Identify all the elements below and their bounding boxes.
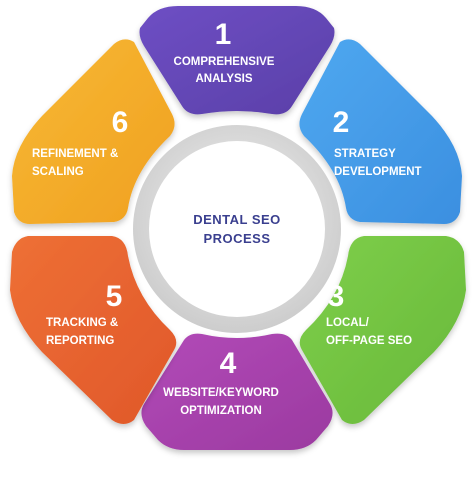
step-1-shape: [139, 6, 335, 115]
step-2-shape: [299, 39, 462, 224]
step-6-segment: 6 REFINEMENT & SCALING: [12, 39, 175, 224]
step-6-label-line2: SCALING: [32, 166, 84, 178]
step-1-label-line2: ANALYSIS: [195, 73, 252, 85]
step-2-number: 2: [333, 106, 350, 139]
step-3-shape: [299, 236, 466, 424]
step-1-segment: 1 COMPREHENSIVE ANALYSIS: [139, 6, 335, 115]
step-2-label-line2: DEVELOPMENT: [334, 166, 422, 178]
center-hub: DENTAL SEO PROCESS: [133, 125, 341, 333]
step-5-segment: 5 TRACKING & REPORTING: [10, 236, 177, 424]
step-4-segment: 4 WEBSITE/KEYWORD OPTIMIZATION: [141, 333, 333, 450]
step-5-number: 5: [106, 280, 123, 313]
step-2-label-line1: STRATEGY: [334, 148, 396, 160]
step-1-label-line1: COMPREHENSIVE: [174, 56, 275, 68]
step-6-label-line1: REFINEMENT &: [32, 148, 118, 160]
step-5-label-line2: REPORTING: [46, 335, 114, 347]
step-4-label-line2: OPTIMIZATION: [180, 405, 262, 417]
center-title-line2: PROCESS: [203, 231, 270, 246]
step-3-number: 3: [328, 280, 345, 313]
step-4-number: 4: [220, 347, 237, 380]
step-5-label-line1: TRACKING &: [46, 317, 118, 329]
step-3-segment: 3 LOCAL/ OFF-PAGE SEO: [299, 236, 466, 424]
step-6-shape: [12, 39, 175, 224]
step-1-number: 1: [215, 18, 232, 51]
step-5-shape: [10, 236, 177, 424]
step-3-label-line1: LOCAL/: [326, 317, 370, 329]
step-2-segment: 2 STRATEGY DEVELOPMENT: [299, 39, 462, 224]
step-4-shape: [141, 333, 333, 450]
center-disc: [149, 141, 325, 317]
step-3-label-line2: OFF-PAGE SEO: [326, 335, 412, 347]
center-title-line1: DENTAL SEO: [193, 212, 281, 227]
step-4-label-line1: WEBSITE/KEYWORD: [163, 387, 279, 399]
step-6-number: 6: [112, 106, 129, 139]
